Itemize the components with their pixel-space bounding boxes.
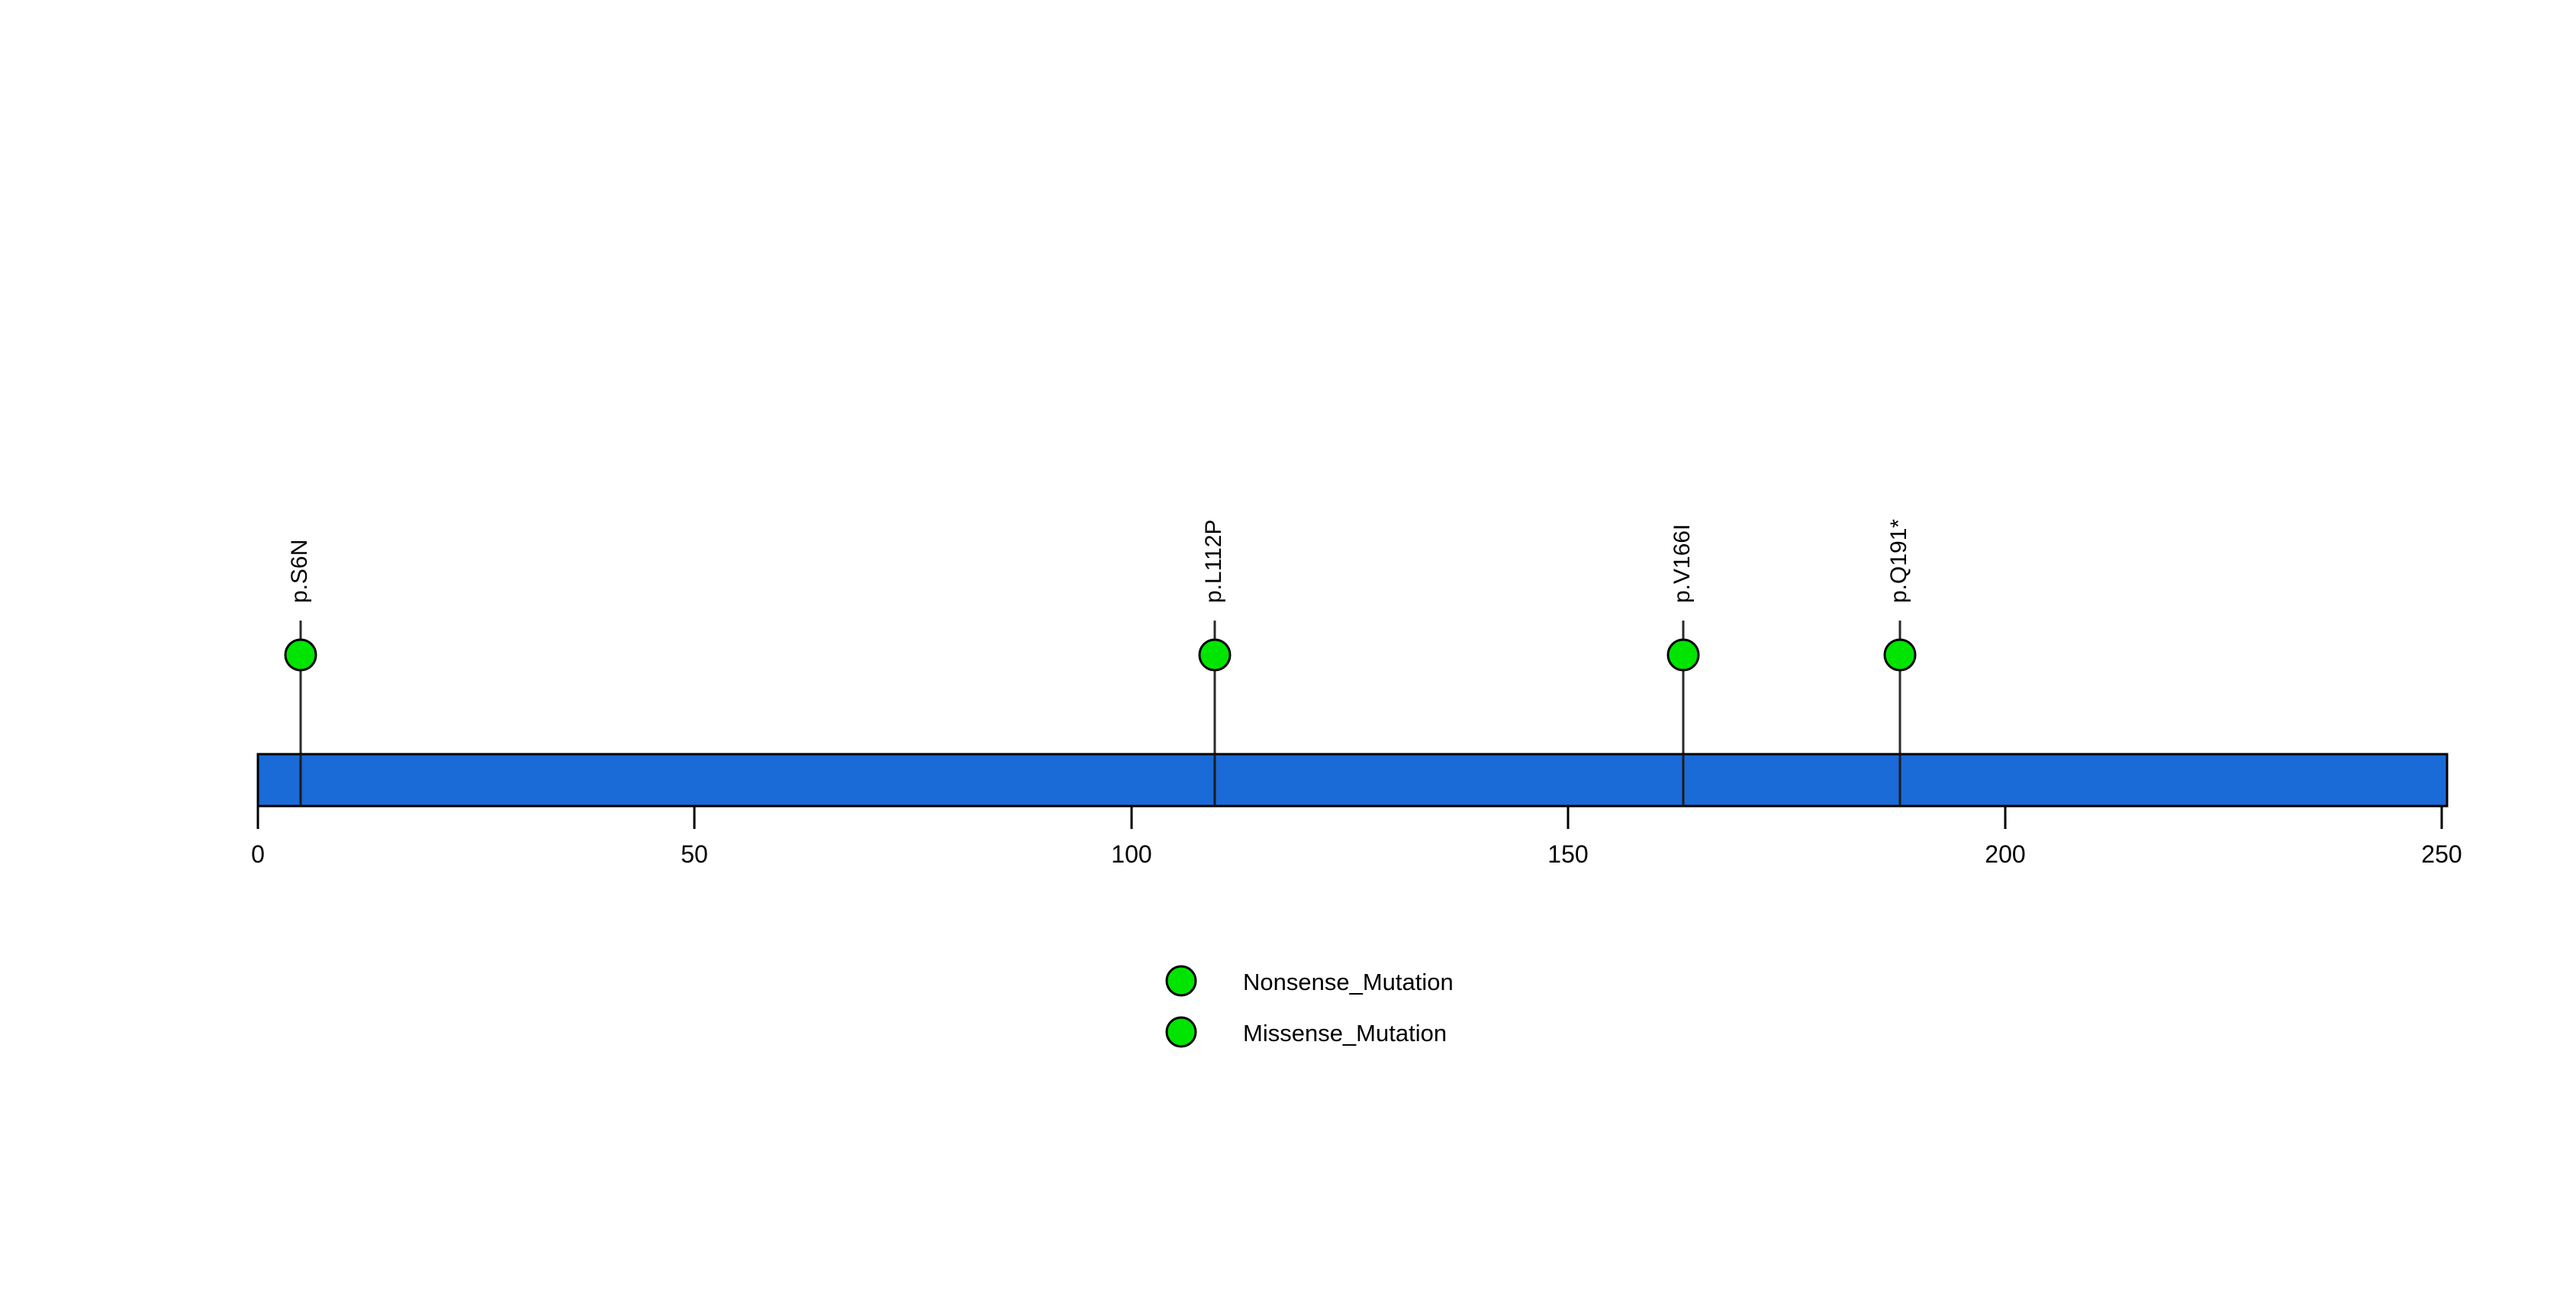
mutation-label-p-S6N: p.S6N — [287, 540, 312, 603]
tick-label-50: 50 — [681, 840, 708, 868]
mutation-marker-p-S6N[interactable] — [284, 638, 317, 672]
tick-label-200: 200 — [1985, 840, 2025, 868]
mutation-marker-p-L112P[interactable] — [1198, 638, 1232, 672]
mutation-label-p-L112P: p.L112P — [1201, 519, 1226, 603]
tick-label-150: 150 — [1547, 840, 1588, 868]
legend-item-nonsense-mutation[interactable]: Nonsense_Mutation — [1165, 965, 1454, 997]
tick-label-250: 250 — [2421, 840, 2462, 868]
mutation-marker-p-V166I[interactable] — [1666, 638, 1700, 672]
tick-label-0: 0 — [251, 840, 265, 868]
chart-legend: Nonsense_Mutation Missense_Mutation — [1165, 965, 1454, 1048]
tick-label-100: 100 — [1111, 840, 1151, 868]
legend-marker-missense-icon — [1165, 1016, 1197, 1048]
mutation-labels: p.S6N p.L112P p.V166I p.Q191* — [287, 519, 1911, 603]
mutation-marker-p-Q191-stop[interactable] — [1883, 638, 1917, 672]
x-axis-ticks — [256, 806, 2443, 829]
legend-item-missense-mutation[interactable]: Missense_Mutation — [1165, 1016, 1447, 1048]
mutation-label-p-V166I: p.V166I — [1670, 524, 1695, 603]
mutation-label-p-Q191-stop: p.Q191* — [1886, 519, 1911, 603]
legend-label-missense-mutation: Missense_Mutation — [1243, 1020, 1447, 1047]
x-axis-tick-labels: 0 50 100 150 200 250 — [251, 840, 2462, 868]
legend-label-nonsense-mutation: Nonsense_Mutation — [1243, 969, 1454, 995]
mutation-markers — [284, 638, 1917, 672]
mutation-stems-over-bar — [299, 754, 1901, 806]
legend-marker-nonsense-icon — [1165, 965, 1197, 997]
protein-backbone-bar[interactable] — [256, 753, 2449, 808]
